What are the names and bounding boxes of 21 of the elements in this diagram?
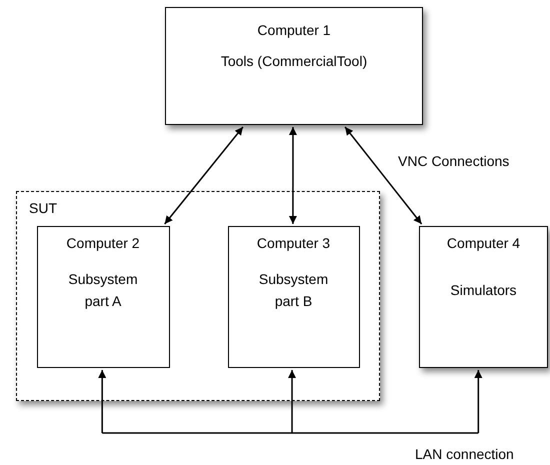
node-title: Computer 4 [446, 234, 522, 253]
group-box [16, 191, 380, 401]
computer-box [165, 7, 423, 125]
node-text: Simulators [449, 281, 518, 300]
node-title: Computer 2 [65, 234, 141, 253]
node-title: Computer 1 [256, 21, 332, 40]
node-text: Subsystem part B [258, 270, 330, 311]
node-text: Subsystem part A [67, 270, 139, 311]
arrow [164, 126, 244, 224]
bus-line [102, 432, 478, 434]
arrow [288, 370, 296, 433]
computer-box [36, 226, 170, 368]
node-title: SUT [29, 199, 58, 218]
arrow [344, 126, 422, 224]
arrow [474, 370, 482, 433]
arrow [98, 370, 106, 433]
computer-box [228, 226, 360, 368]
node-title: Computer 3 [256, 234, 332, 253]
computer-box [419, 226, 548, 368]
arrow [288, 127, 297, 224]
node-text: Tools (CommercialTool) [220, 52, 368, 71]
